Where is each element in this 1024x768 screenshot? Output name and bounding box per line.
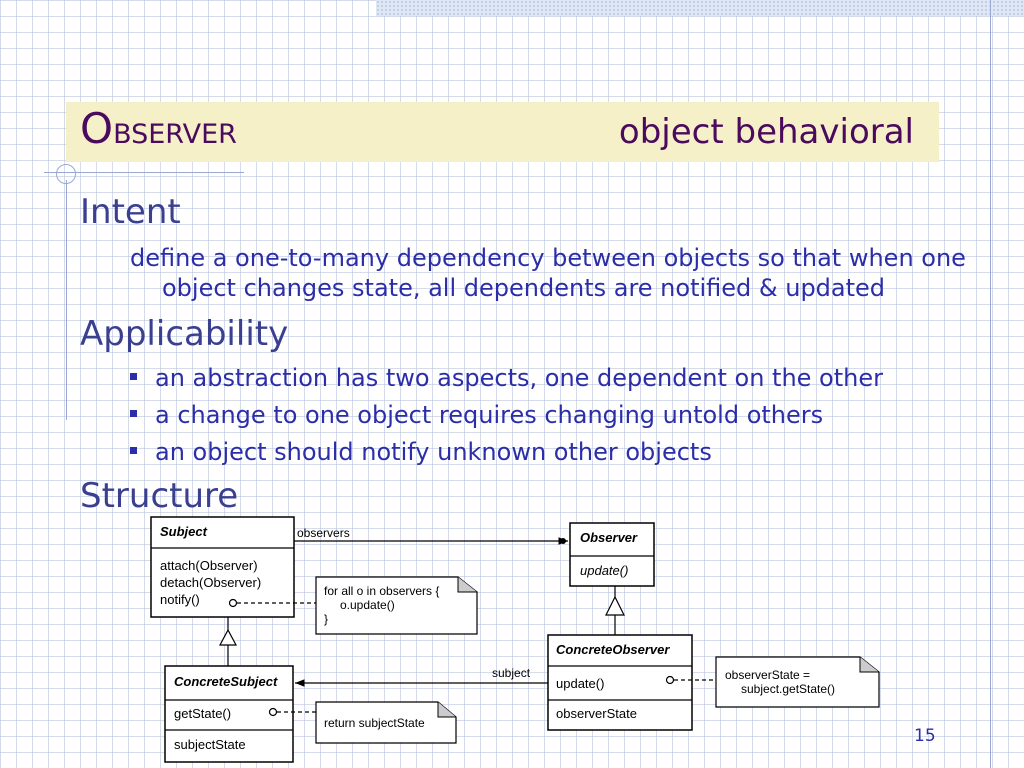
- intent-line-2: object changes state, all dependents are…: [162, 274, 886, 302]
- title-rest: BSERVER: [113, 119, 237, 150]
- title-band: [66, 102, 939, 162]
- intent-line-1: define a one-to-many dependency between …: [130, 244, 966, 272]
- bullet-icon: [130, 446, 137, 454]
- bullet-icon: [130, 409, 137, 417]
- applicability-heading: Applicability: [80, 314, 289, 354]
- subject-op: detach(Observer): [160, 575, 261, 590]
- subject-label: subject: [492, 666, 531, 680]
- title-initial: O: [80, 104, 114, 153]
- bullet-icon: [130, 372, 137, 380]
- subject-class: Subject attach(Observer) detach(Observer…: [150, 516, 295, 618]
- observer-name: Observer: [580, 530, 638, 545]
- observer-inheritance: [605, 586, 625, 635]
- svg-text:subject.getState(): subject.getState(): [741, 682, 835, 696]
- concrete-subject-attr: subjectState: [174, 737, 246, 752]
- concrete-subject-class: ConcreteSubject getState() subjectState: [164, 665, 294, 763]
- observer-op: update(): [580, 563, 628, 578]
- subject-inheritance: [219, 617, 237, 666]
- applicability-item: an abstraction has two aspects, one depe…: [130, 364, 883, 392]
- observers-association: observers: [294, 526, 568, 545]
- concrete-observer-name: ConcreteObserver: [556, 642, 670, 657]
- update-note: observerState = subject.getState(): [665, 656, 880, 708]
- svg-text:for all o in observers {: for all o in observers {: [324, 584, 439, 598]
- observer-class: Observer update(): [569, 522, 655, 587]
- title-category: object behavioral: [618, 112, 914, 152]
- getstate-note: return subjectState: [268, 701, 457, 744]
- intent-heading: Intent: [80, 192, 181, 232]
- svg-text:}: }: [324, 612, 328, 626]
- decor-ring: [56, 164, 76, 184]
- svg-text:return subjectState: return subjectState: [324, 716, 425, 730]
- concrete-subject-name: ConcreteSubject: [174, 674, 278, 689]
- subject-name: Subject: [160, 524, 208, 539]
- structure-heading: Structure: [80, 476, 239, 516]
- svg-text:observerState =: observerState =: [725, 668, 810, 682]
- applicability-item: a change to one object requires changing…: [130, 401, 823, 429]
- decor-horizontal-line: [44, 172, 244, 173]
- applicability-item: an object should notify unknown other ob…: [130, 438, 712, 466]
- page-number: 15: [914, 726, 936, 746]
- subject-op: attach(Observer): [160, 558, 258, 573]
- subject-op: notify(): [160, 592, 200, 607]
- observers-label: observers: [297, 526, 350, 540]
- concrete-observer-attr: observerState: [556, 706, 637, 721]
- svg-text:o.update(): o.update(): [340, 598, 395, 612]
- concrete-subject-op: getState(): [174, 706, 231, 721]
- notify-note: for all o in observers { o.update() }: [228, 576, 478, 635]
- concrete-observer-op: update(): [556, 676, 604, 691]
- slide-title: OBSERVER: [80, 104, 237, 153]
- top-decor-bar: [376, 0, 1024, 16]
- left-decor-line: [66, 180, 67, 420]
- subject-association: subject: [295, 666, 548, 687]
- right-decor-line: [990, 0, 991, 768]
